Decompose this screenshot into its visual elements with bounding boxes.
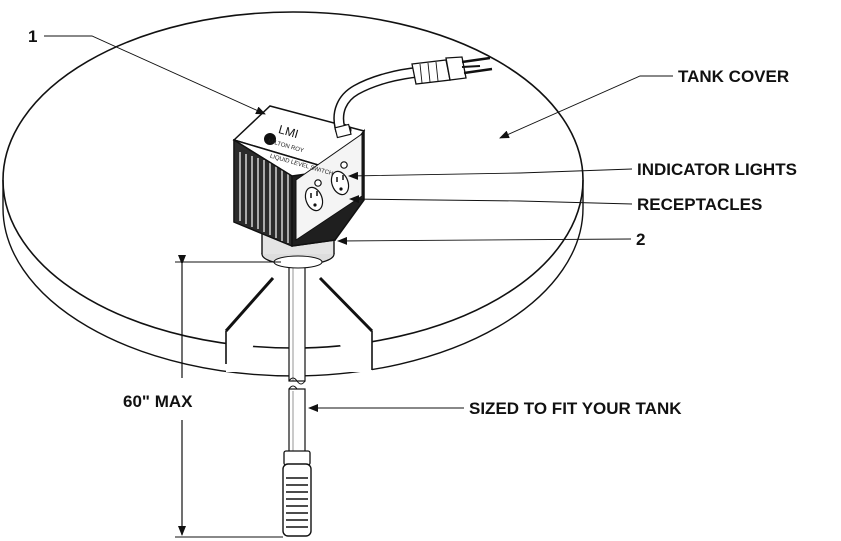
receptacles-label: RECEPTACLES [637,195,762,214]
callout-1-number: 1 [28,27,37,46]
callout-receptacles: RECEPTACLES [349,195,762,214]
indicator-light-right [340,161,348,169]
sized-to-fit-label: SIZED TO FIT YOUR TANK [469,399,682,418]
max-length-dimension: 60" MAX [123,255,283,538]
callout-1: 1 [28,27,266,115]
tank-cover-cutaway [226,280,372,372]
callout-indicator-lights: INDICATOR LIGHTS [348,160,797,180]
brand-logo-icon [264,133,276,145]
indicator-lights-label: INDICATOR LIGHTS [637,160,797,179]
pipe-upper [288,254,306,382]
switch-housing: LMI MILTON ROY LIQUID LEVEL SWITCH [232,105,366,269]
receptacle-left[interactable] [302,185,325,213]
pipe-lower [288,388,306,454]
receptacle-right[interactable] [328,169,351,197]
callout-2: 2 [337,230,645,249]
power-cord [333,66,426,139]
callout-tank-cover: TANK COVER [499,67,789,139]
indicator-light-left [314,179,322,187]
callout-sized-to-fit: SIZED TO FIT YOUR TANK [308,399,682,418]
callout-2-number: 2 [636,230,645,249]
device-brand: LMI [277,122,300,141]
max-length-label: 60" MAX [123,392,193,411]
cutaway-left-edge [224,277,275,332]
tank-cover-label: TANK COVER [678,67,789,86]
sensor-tip [282,450,312,537]
probe-pipe [288,254,306,454]
cutaway-right-edge [318,276,374,333]
pipe-break [288,377,306,385]
power-plug [411,56,493,85]
